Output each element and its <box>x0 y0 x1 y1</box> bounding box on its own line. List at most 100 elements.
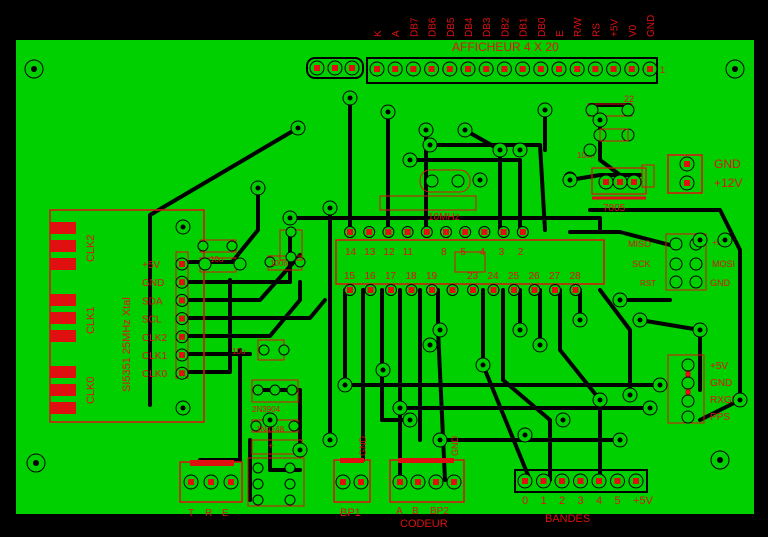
copper-pour <box>16 40 754 514</box>
tre-connector <box>179 457 305 507</box>
gps-gnd-label: GND <box>710 378 732 389</box>
ic-bottom-pin-label-11: 28 <box>570 271 582 282</box>
si5351-pad-0-drill <box>179 261 185 267</box>
via-hole-24 <box>537 342 543 348</box>
via-hole-17 <box>437 437 443 443</box>
tre-r-label: R <box>205 508 212 519</box>
ic-bottom-pin-label-1: 16 <box>365 271 377 282</box>
ic-bottom-pin-label-2: 17 <box>385 271 397 282</box>
bandes-pin-label-5: 5 <box>615 495 621 507</box>
lcd-pad-11-drill <box>574 66 581 72</box>
via-pads <box>175 90 748 458</box>
ic-top-pads <box>344 226 529 238</box>
via-hole-22 <box>297 447 303 453</box>
si5351-pad-3-drill <box>179 315 185 322</box>
via-hole-18 <box>180 405 186 411</box>
via-hole-23 <box>517 327 523 333</box>
si5351-pin-label-0: +5V <box>142 260 160 271</box>
lcd-pad-7-drill <box>501 66 508 72</box>
via-hole-39 <box>477 177 483 183</box>
lcd-pad-15-drill <box>647 66 653 72</box>
ic-bottom-pad-2-drill <box>388 287 394 293</box>
sma-clk2-label: CLK2 <box>85 234 97 262</box>
icsp-mosi-label: MOSI <box>712 259 735 269</box>
ic-bottom-pin-label-8: 25 <box>508 271 520 282</box>
ic-top-pin-label-0: 14 <box>345 247 357 258</box>
xtal <box>379 169 486 273</box>
ic-bottom-pad-9-drill <box>531 287 538 293</box>
bandes-pin-label-4: 4 <box>596 495 602 507</box>
gps-5v-label: +5V <box>710 361 728 372</box>
gps-connector <box>667 354 705 424</box>
si5351-pin-label-1: GND <box>142 278 164 289</box>
lcd-pad-14-drill <box>628 66 635 72</box>
si5351-pin-label-3: SCL <box>142 315 162 326</box>
ic-bottom-pad-6-drill <box>470 287 476 293</box>
gps-rxgps-label: RXGPS <box>710 395 745 406</box>
bandes-pad-2-drill <box>559 478 565 484</box>
bp1-gnd-label: GND <box>358 436 368 457</box>
bandes-pin-label-2: 2 <box>559 495 565 507</box>
ic-bottom-pin-label-3: 18 <box>406 271 418 282</box>
lcd-pin16-pads <box>306 57 364 79</box>
via-hole-7 <box>427 142 433 148</box>
microcontroller <box>335 239 605 285</box>
via-hole-37 <box>497 147 503 153</box>
ic-bottom-pad-1-drill <box>367 287 374 293</box>
via-hole-16 <box>397 405 403 411</box>
via-hole-6 <box>407 157 413 163</box>
ic-top-pad-0-drill <box>347 229 353 235</box>
cap-100n2-label: 100n <box>270 259 288 268</box>
via-hole-14 <box>637 317 643 323</box>
bandes-pad-3-drill <box>577 478 584 484</box>
resistor-22-label: 22 <box>624 94 634 104</box>
codeur-bp2-label: BP2 <box>430 506 449 517</box>
si5351-pad-1-drill <box>179 279 185 286</box>
ic-bottom-pad-0-drill <box>347 287 353 293</box>
lcd-pin-label-14: V0 <box>628 24 639 37</box>
si5351-pin-label-6: CLK0 <box>142 369 167 380</box>
ic-top-pad-4-drill <box>423 229 430 235</box>
via-hole-38 <box>517 147 523 153</box>
ic-bottom-pad-8-drill <box>511 287 517 293</box>
bandes-pin-label-0: 0 <box>522 495 528 507</box>
si5351-pad-5-drill <box>179 352 185 358</box>
ic-top-pad-3-drill <box>404 229 411 235</box>
via-hole-41 <box>697 327 703 333</box>
lcd-pad-9-drill <box>537 66 544 72</box>
via-hole-0 <box>295 125 301 131</box>
via-hole-11 <box>597 117 603 123</box>
ic-top-pad-8-drill <box>500 229 507 235</box>
via-hole-33 <box>407 417 413 423</box>
lcd-title: AFFICHEUR 4 X 20 <box>452 40 559 54</box>
codeur-a-label: A <box>396 506 403 517</box>
power-gnd-label: GND <box>714 157 741 171</box>
lcd-header-pads <box>369 61 658 77</box>
lcd-pin-label-7: DB2 <box>500 17 511 37</box>
via-hole-42 <box>737 397 743 403</box>
codeur-b-label: B <box>412 506 419 517</box>
si5351-pad-2-drill <box>179 297 185 304</box>
via-hole-44 <box>722 237 728 243</box>
via-hole-29 <box>617 437 623 443</box>
via-hole-27 <box>657 382 663 388</box>
via-hole-30 <box>522 432 528 438</box>
codeur-connector <box>389 458 465 503</box>
si5351-sma-pads <box>50 222 76 414</box>
ic-top-pin-label-5: 8 <box>441 247 447 258</box>
via-hole-2 <box>347 95 353 101</box>
ic-bottom-pin-label-4: 19 <box>426 271 438 282</box>
ic-top-pin-label-9: 2 <box>518 247 524 258</box>
lcd-pin-label-10: E <box>555 30 566 37</box>
bandes-title: BANDES <box>545 513 590 525</box>
lcd-pad-1-drill <box>392 66 399 72</box>
bandes-pads <box>517 473 644 489</box>
lcd-pin-label-8: DB1 <box>519 17 530 37</box>
lcd-pad-5-drill <box>465 66 471 72</box>
ic-top-pin-label-8: 3 <box>499 247 505 258</box>
lcd-pin-label-4: DB5 <box>446 17 457 37</box>
codeur-title: CODEUR <box>400 518 448 530</box>
power-connector <box>667 154 703 194</box>
